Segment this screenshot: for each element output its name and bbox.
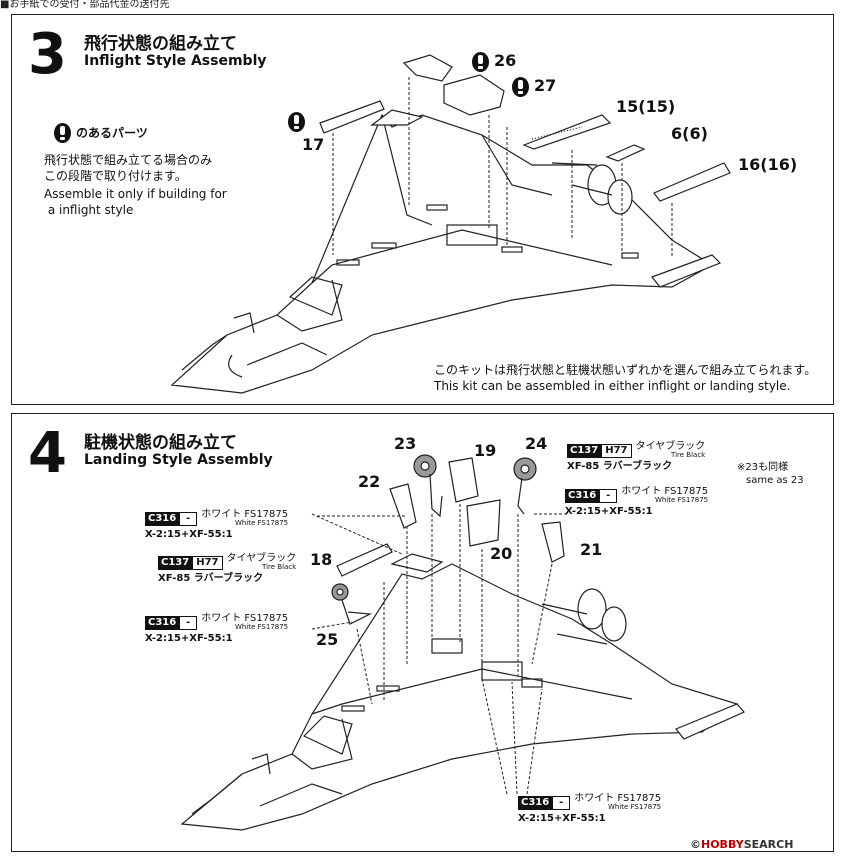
note-en-line2: a inflight style (44, 203, 134, 217)
color-code: C316 (145, 616, 180, 630)
note-en-line1: Assemble it only if building for (44, 187, 227, 201)
part-label-23: 23 (394, 434, 417, 453)
color-name-jp: ホワイト FS17875 (621, 486, 709, 497)
color-name-en: White FS17875 (607, 803, 662, 811)
color-mix: X-2:15+XF-55:1 (145, 633, 233, 644)
color-name-jp: タイヤブラック (226, 553, 297, 564)
step-title-jp: 駐機状態の組み立て (84, 433, 237, 453)
kit-note-jp: このキットは飛行状態と駐機状態いずれかを選んで組み立てられます。 (434, 363, 817, 377)
part-label-16: 16(16) (738, 155, 798, 174)
part-label-20: 20 (490, 544, 513, 563)
color-code: C137 (567, 444, 602, 458)
color-code-alt: H77 (601, 444, 632, 458)
color-code-alt: H77 (192, 556, 223, 570)
part-label-6: 6(6) (671, 124, 708, 143)
color-code-alt: - (552, 796, 571, 810)
caution-icon (512, 77, 529, 97)
inflight-aircraft-diagram (170, 54, 731, 394)
color-code: C316 (565, 489, 600, 503)
color-name-en: Tire Black (671, 451, 706, 459)
color-name-en: White FS17875 (234, 519, 289, 527)
step3-panel: 3 飛行状態の組み立て Inflight Style Assembly のあるパ… (11, 14, 834, 405)
color-mix: XF-85 ラバーブラック (158, 573, 264, 584)
watermark-logo: ©HOBBYSEARCH (690, 838, 794, 851)
color-mix: X-2:15+XF-55:1 (518, 813, 606, 824)
part-label-24: 24 (525, 434, 548, 453)
color-name-jp: ホワイト FS17875 (201, 509, 289, 520)
color-mix: X-2:15+XF-55:1 (565, 506, 653, 517)
caution-heading: のあるパーツ (76, 126, 148, 140)
color-name-jp: ホワイト FS17875 (574, 793, 662, 804)
color-code-alt: - (179, 512, 198, 526)
part-label-25: 25 (316, 630, 339, 649)
color-code: C316 (145, 512, 180, 526)
color-name-en: Tire Black (262, 563, 297, 571)
color-name-jp: タイヤブラック (635, 441, 706, 452)
color-code-alt: - (599, 489, 618, 503)
color-mix: XF-85 ラバーブラック (567, 461, 673, 472)
kit-note-en: This kit can be assembled in either infl… (434, 379, 791, 393)
part-label-26: 26 (494, 51, 517, 70)
note-jp-line1: 飛行状態で組み立てる場合のみ (44, 153, 213, 167)
part-label-22: 22 (358, 472, 381, 491)
color-code: C316 (518, 796, 553, 810)
color-code: C137 (158, 556, 193, 570)
step-title-en: Inflight Style Assembly (84, 53, 267, 69)
step-number: 4 (28, 421, 67, 486)
part-label-27: 27 (534, 76, 557, 95)
color-name-jp: ホワイト FS17875 (201, 613, 289, 624)
landing-aircraft-diagram (180, 454, 745, 831)
color-name-en: White FS17875 (654, 496, 709, 504)
step4-panel: 4 駐機状態の組み立て Landing Style Assembly 23 19… (11, 413, 834, 852)
part-label-19: 19 (474, 441, 497, 460)
step-number: 3 (28, 22, 67, 87)
part-label-21: 21 (580, 540, 603, 559)
color-code-alt: - (179, 616, 198, 630)
color-name-en: White FS17875 (234, 623, 289, 631)
caution-icon (54, 123, 71, 143)
same-note-jp: ※23も同様 (737, 462, 789, 473)
caution-icon (288, 112, 305, 132)
part-label-15: 15(15) (616, 97, 676, 116)
part-label-17: 17 (302, 135, 325, 154)
same-note-en: same as 23 (746, 475, 804, 486)
part-label-18: 18 (310, 550, 333, 569)
step-title-en: Landing Style Assembly (84, 452, 273, 468)
caution-icon (472, 52, 489, 72)
header-strip: ■お手紙での受付・部品代金の送付先 (0, 0, 170, 10)
color-mix: X-2:15+XF-55:1 (145, 529, 233, 540)
step-title-jp: 飛行状態の組み立て (84, 34, 237, 54)
note-jp-line2: この段階で取り付けます。 (44, 169, 187, 183)
